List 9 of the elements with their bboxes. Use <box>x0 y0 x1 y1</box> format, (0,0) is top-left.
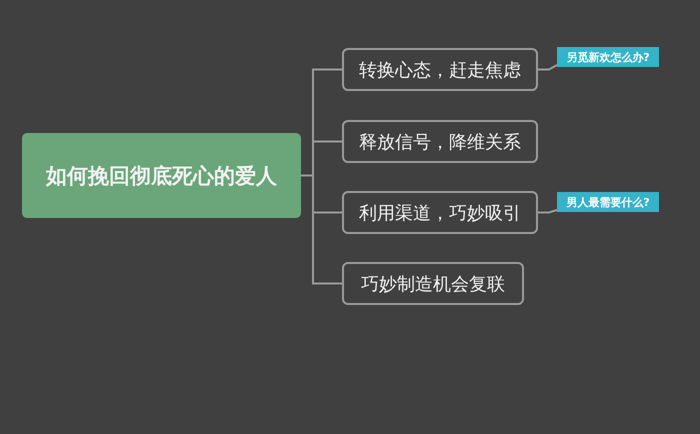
branch-box: 利用渠道，巧妙吸引 <box>342 191 538 234</box>
branch-box: 释放信号，降维关系 <box>342 120 538 163</box>
branch-box: 转换心态，赶走焦虑 <box>342 48 538 91</box>
tag-label: 另觅新欢怎么办? <box>557 47 659 67</box>
topic-box: 如何挽回彻底死心的爱人 <box>22 133 301 218</box>
connector-line <box>538 64 558 70</box>
connector-line <box>538 209 558 214</box>
tag-label: 男人最需要什么? <box>557 192 659 212</box>
branch-box: 巧妙制造机会复联 <box>342 262 524 305</box>
